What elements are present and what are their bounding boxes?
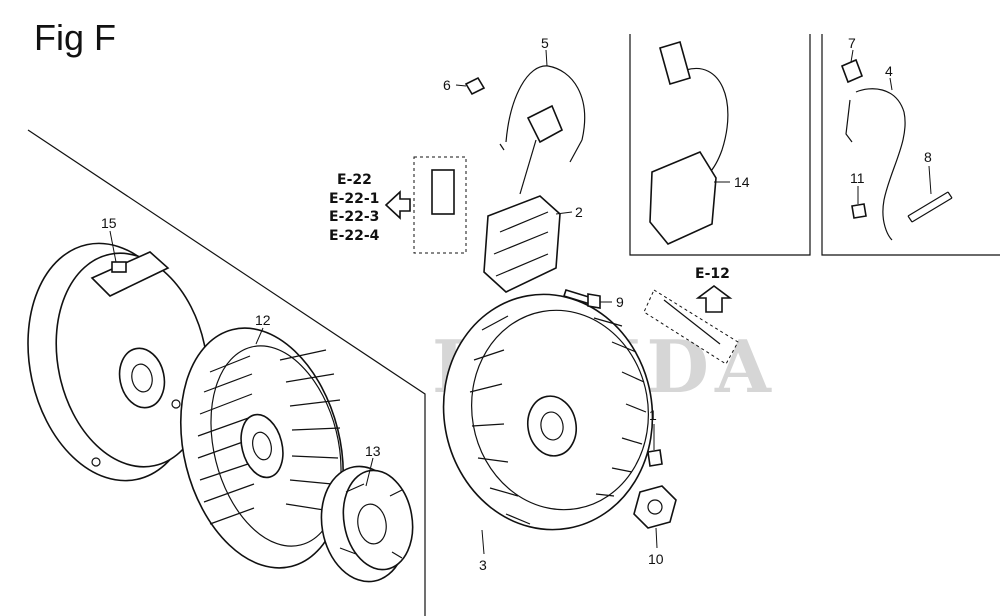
part-label-15[interactable]: 15 bbox=[101, 215, 117, 231]
part-label-13[interactable]: 13 bbox=[365, 443, 381, 459]
part-label-10[interactable]: 10 bbox=[648, 551, 664, 567]
part-label-6[interactable]: 6 bbox=[443, 77, 451, 93]
ignition-ref-detail-box bbox=[413, 156, 467, 254]
spark-plug-wire-part[interactable] bbox=[499, 65, 586, 163]
ignition-ref-arrow bbox=[384, 190, 411, 220]
plug-insert-detail bbox=[643, 289, 739, 365]
wire-harness-part[interactable] bbox=[845, 88, 906, 241]
part-label-8[interactable]: 8 bbox=[924, 149, 932, 165]
plug-cap-ref[interactable]: E-12 bbox=[695, 266, 730, 282]
left-panel-frame bbox=[27, 129, 426, 616]
bolt-part-9[interactable] bbox=[562, 289, 601, 309]
part-label-9[interactable]: 9 bbox=[616, 294, 624, 310]
wire-harness-frame bbox=[821, 34, 1000, 256]
part-label-4[interactable]: 4 bbox=[885, 63, 893, 79]
fan-cover-part[interactable] bbox=[7, 228, 227, 497]
part-label-3[interactable]: 3 bbox=[479, 557, 487, 573]
part-label-2[interactable]: 2 bbox=[575, 204, 583, 220]
bracket-part-7[interactable] bbox=[840, 58, 864, 84]
cooling-fan-part[interactable] bbox=[157, 311, 367, 585]
ignition-ref-2[interactable]: E-22-1 bbox=[329, 191, 379, 207]
figure-title: Fig F bbox=[34, 17, 116, 58]
leader-lines bbox=[109, 49, 932, 555]
woodruff-key-part[interactable] bbox=[647, 449, 663, 467]
ignition-ref-3[interactable]: E-22-3 bbox=[329, 209, 379, 225]
part-label-7[interactable]: 7 bbox=[848, 35, 856, 51]
flywheel-part[interactable] bbox=[425, 278, 671, 547]
ignition-module-part[interactable] bbox=[431, 139, 561, 293]
ignition-ref-1[interactable]: E-22 bbox=[337, 172, 372, 188]
flywheel-nut-part[interactable] bbox=[633, 485, 677, 529]
part-label-14[interactable]: 14 bbox=[734, 174, 750, 190]
part-label-12[interactable]: 12 bbox=[255, 312, 271, 328]
plug-ref-arrow bbox=[695, 285, 733, 313]
clip-strip-part-8[interactable] bbox=[907, 191, 953, 223]
starter-pulley-part[interactable] bbox=[313, 460, 421, 589]
screw-part-11[interactable] bbox=[851, 203, 867, 219]
ignition-coil-frame bbox=[629, 34, 811, 256]
part-label-1[interactable]: 1 bbox=[649, 407, 657, 423]
ignition-ref-4[interactable]: E-22-4 bbox=[329, 228, 380, 244]
ignition-coil-part[interactable] bbox=[649, 40, 729, 245]
part-label-5[interactable]: 5 bbox=[541, 35, 549, 51]
clip-part-6[interactable] bbox=[464, 76, 486, 96]
part-label-11[interactable]: 11 bbox=[850, 170, 865, 186]
